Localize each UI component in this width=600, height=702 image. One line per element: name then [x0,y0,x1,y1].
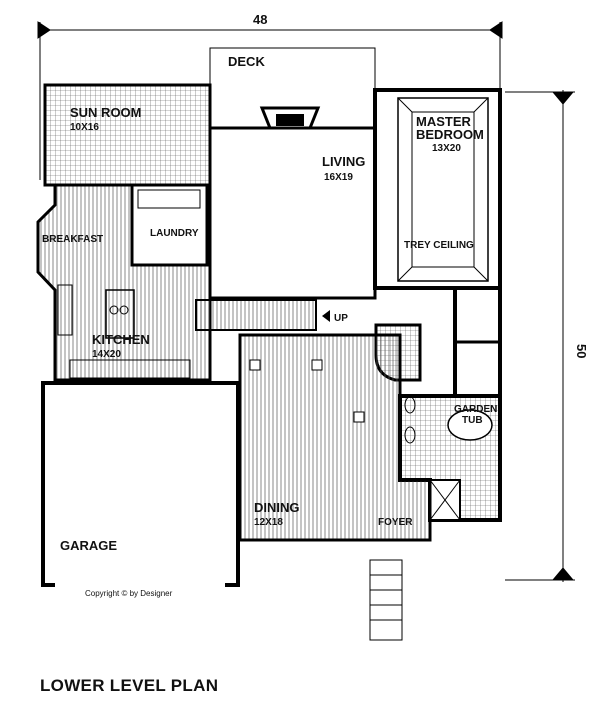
foyer-label: FOYER [378,517,413,528]
living-size: 16X19 [324,172,353,183]
width-dimension [37,21,503,180]
garage-label: GARAGE [60,538,117,553]
trey-ceiling-label: TREY CEILING [404,240,474,251]
stairs-up-label: UP [334,313,348,324]
garage-area [41,381,240,587]
breakfast-label: BREAKFAST [42,234,103,245]
deck-label: DECK [228,54,265,69]
depth-dimension [505,90,575,582]
master-bedroom-size: 13X20 [432,143,461,154]
living-area [208,126,377,300]
laundry-area [130,183,209,267]
master-bedroom-label-2: BEDROOM [416,127,484,142]
sun-room-area [43,83,212,187]
garden-tub-label-2: TUB [462,415,483,426]
kitchen-label: KITCHEN [92,332,150,347]
garden-tub-label-1: GARDEN [454,404,497,415]
laundry-label: LAUNDRY [150,228,199,239]
dining-label: DINING [254,500,300,515]
sun-room-size: 10X16 [70,122,99,133]
kitchen-island [105,289,135,339]
copyright-text: Copyright © by Designer [85,589,173,598]
kitchen-size: 14X20 [92,349,121,360]
up-arrow-icon [322,310,330,322]
depth-label: 50 [574,344,589,358]
plan-title: LOWER LEVEL PLAN [40,676,219,695]
garden-tub [447,409,493,441]
living-label: LIVING [322,154,365,169]
front-steps [369,559,403,641]
sun-room-label: SUN ROOM [70,105,142,120]
master-bedroom-label-1: MASTER [416,114,472,129]
width-label: 48 [253,12,267,27]
staircase[interactable] [195,299,317,331]
master-bedroom-area [373,88,502,290]
dining-size: 12X18 [254,517,283,528]
